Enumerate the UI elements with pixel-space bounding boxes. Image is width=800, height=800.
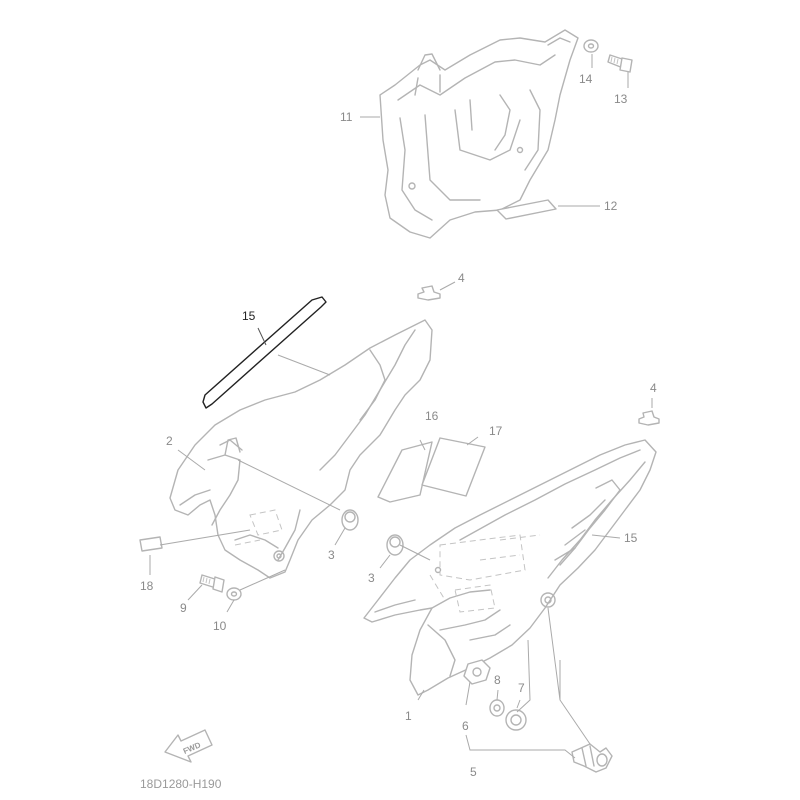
clip-4-upper [417, 285, 441, 301]
washer-8 [489, 699, 505, 717]
callout-4-upper: 4 [458, 271, 465, 285]
battery-strip [496, 199, 557, 220]
callout-4-lower: 4 [650, 381, 657, 395]
bolt-9 [199, 574, 225, 593]
callout-18: 18 [140, 579, 154, 593]
callout-11: 11 [340, 110, 353, 124]
callout-3-right: 3 [368, 571, 375, 585]
callout-13: 13 [614, 92, 628, 106]
nut-6 [463, 659, 491, 685]
washer-10 [226, 587, 242, 601]
forward-arrow-icon: FWD [164, 729, 213, 763]
callout-3-left: 3 [328, 548, 335, 562]
callout-15-left: 15 [242, 309, 256, 323]
clip-4-lower [638, 410, 660, 426]
knob-5 [571, 743, 613, 773]
callout-15-right: 15 [624, 531, 638, 545]
callout-6: 6 [462, 719, 469, 733]
washer-14 [583, 39, 599, 53]
callout-numbers: 11 12 14 13 4 4 15 2 16 17 15 3 3 18 9 1… [140, 72, 657, 779]
callout-12: 12 [604, 199, 618, 213]
callout-2: 2 [166, 434, 173, 448]
battery-box [379, 29, 579, 239]
leader-lines [149, 54, 653, 759]
callout-5: 5 [470, 765, 477, 779]
callout-9: 9 [180, 601, 187, 615]
left-cover-hidden-lines [234, 509, 283, 546]
callout-7: 7 [518, 681, 525, 695]
decal-16 [377, 441, 433, 503]
decal-17 [421, 437, 486, 497]
callout-1: 1 [405, 709, 412, 723]
right-cover-hidden-lines [429, 534, 541, 613]
left-side-cover [169, 319, 433, 579]
callout-17: 17 [489, 424, 503, 438]
label-18 [139, 536, 163, 552]
collar-7 [505, 709, 527, 731]
callout-16: 16 [425, 409, 439, 423]
diagram-code: 18D1280-H190 [140, 777, 222, 791]
callout-8: 8 [494, 673, 501, 687]
callout-14: 14 [579, 72, 593, 86]
grommet-3-right [386, 534, 404, 556]
emblem-strip-left[interactable] [202, 296, 327, 409]
right-side-cover [363, 439, 657, 696]
grommet-3-left [341, 509, 359, 531]
callout-10: 10 [213, 619, 227, 633]
bolt-13 [607, 54, 633, 73]
